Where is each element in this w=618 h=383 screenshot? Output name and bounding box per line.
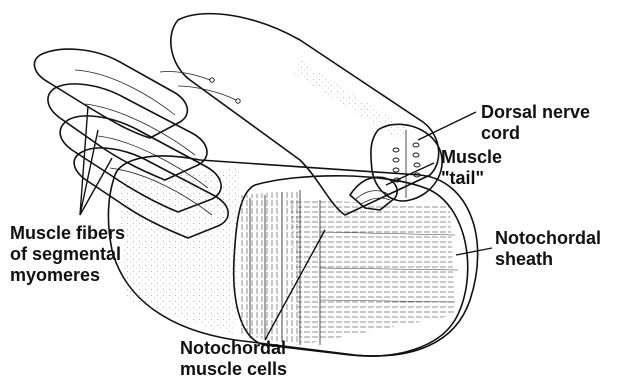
- label-notochordal-muscle-cells-line1: Notochordal: [180, 338, 287, 359]
- label-notochordal-sheath-line2: sheath: [495, 249, 601, 270]
- notochord-cylinder: [108, 156, 477, 356]
- label-notochordal-sheath: Notochordal sheath: [495, 228, 601, 270]
- label-muscle-tail-line1: Muscle: [441, 147, 502, 168]
- label-muscle-fibers-line1: Muscle fibers: [10, 223, 125, 244]
- label-muscle-tail: Muscle "tail": [441, 147, 502, 189]
- label-muscle-fibers: Muscle fibers of segmental myomeres: [10, 223, 125, 286]
- label-dorsal-nerve-cord: Dorsal nerve cord: [481, 102, 590, 144]
- label-dorsal-nerve-cord-line1: Dorsal nerve: [481, 102, 590, 123]
- label-notochordal-muscle-cells: Notochordal muscle cells: [180, 338, 287, 380]
- label-muscle-fibers-line2: of segmental: [10, 244, 125, 265]
- label-notochordal-sheath-line1: Notochordal: [495, 228, 601, 249]
- label-muscle-tail-line2: "tail": [441, 168, 502, 189]
- label-muscle-fibers-line3: myomeres: [10, 265, 125, 286]
- label-dorsal-nerve-cord-line2: cord: [481, 123, 590, 144]
- label-notochordal-muscle-cells-line2: muscle cells: [180, 359, 287, 380]
